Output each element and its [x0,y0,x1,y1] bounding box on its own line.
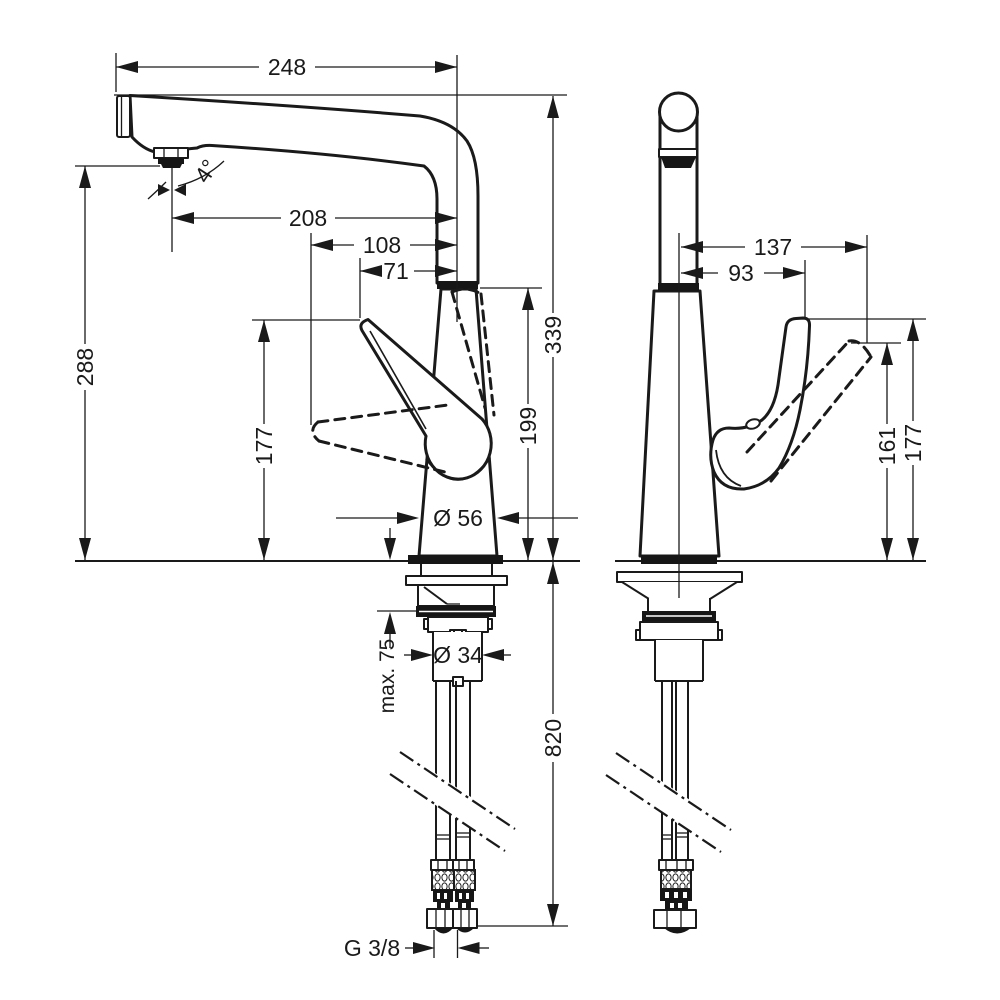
dim-open-handle-offset-front: 137 [681,234,867,260]
handle-side [359,318,493,481]
dim-base-diameter: Ø 56 [336,505,578,531]
handle-dashed-down-side [311,403,451,475]
mounting-base-side [405,555,508,687]
svg-text:177: 177 [900,424,926,462]
dim-shank-diameter: Ø 34 [404,642,511,668]
svg-text:93: 93 [728,260,754,286]
svg-text:288: 288 [72,348,98,386]
dim-open-handle-to-axis: 108 [311,232,457,258]
supply-hoses-side [389,681,516,934]
dimensions: 248 4° 208 108 71 288 [72,53,926,961]
dim-connection-thread: G 3/8 [344,935,489,961]
aerator-front [658,148,698,168]
dim-handle-height-front: 177 [900,319,926,561]
handle-dashed-front [745,339,873,483]
dim-handle-tip-height-side: 177 [251,320,277,561]
handle-front [709,316,812,491]
svg-text:137: 137 [754,234,792,260]
dim-hose-length: 820 [540,562,566,926]
dim-body-height: 199 [515,288,541,561]
svg-text:Ø 56: Ø 56 [433,505,483,531]
dim-outlet-height: 288 [72,166,98,561]
supply-hoses-front [605,681,732,934]
svg-text:820: 820 [540,719,566,757]
svg-text:G 3/8: G 3/8 [344,935,400,961]
select-button [745,418,761,430]
svg-text:Ø 34: Ø 34 [433,642,483,668]
svg-text:71: 71 [383,258,409,284]
svg-text:208: 208 [289,205,327,231]
dim-spout-height: 339 [540,96,566,561]
dim-handle-to-axis: 71 [360,258,457,284]
dim-spout-reach-label: 248 [268,54,306,80]
svg-text:161: 161 [874,427,900,465]
front-view [605,91,926,934]
svg-text:177: 177 [251,427,277,465]
spout-side [128,94,480,285]
dim-handle-offset-front: 93 [681,260,805,286]
aerator-side [153,147,189,168]
svg-text:199: 199 [515,407,541,445]
dim-max-counter-thickness: max. 75 [376,528,399,713]
svg-text:108: 108 [363,232,401,258]
dim-open-handle-height-front: 161 [874,343,900,561]
spout-end-cap [116,95,131,138]
dim-spout-reach: 248 [116,54,457,80]
spout-front [658,91,699,133]
svg-text:339: 339 [540,316,566,354]
dim-outlet-to-axis: 208 [172,205,457,231]
dim-spout-angle-label: 4° [189,155,223,188]
svg-text:max. 75: max. 75 [376,639,399,714]
side-view [75,94,580,934]
